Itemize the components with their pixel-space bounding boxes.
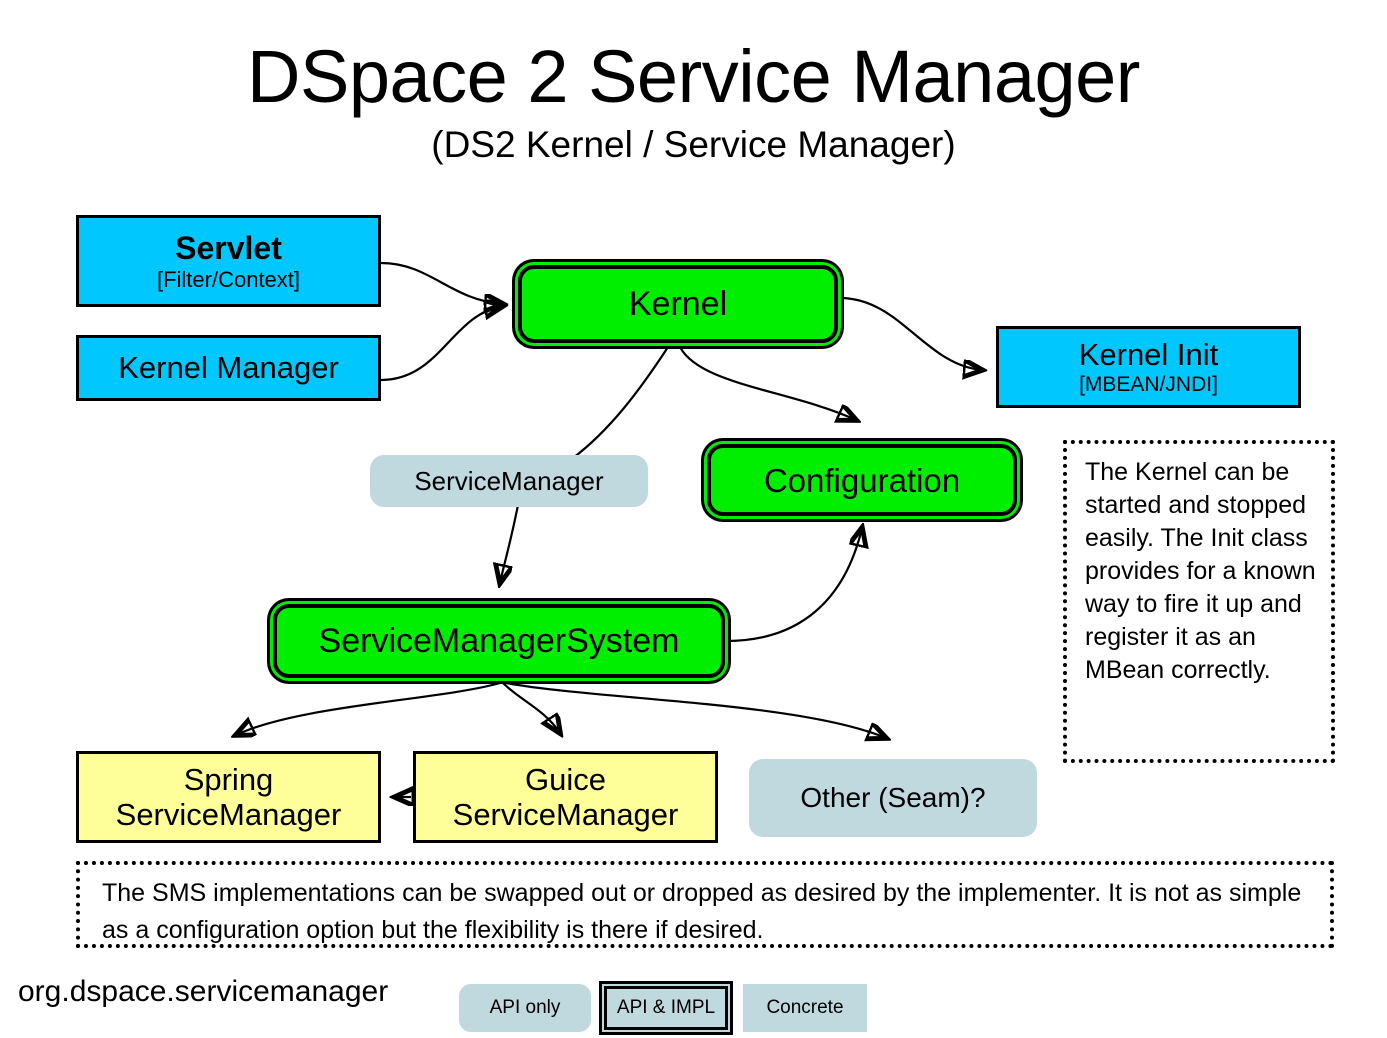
- node-spring-servicemanager[interactable]: Spring ServiceManager: [76, 751, 381, 843]
- edge-kernel-configuration: [679, 346, 856, 420]
- node-servicemanager-label: ServiceManager: [414, 466, 604, 496]
- node-configuration-label: Configuration: [763, 461, 961, 499]
- node-kernel-manager[interactable]: Kernel Manager: [76, 335, 381, 401]
- legend-api-only-label: API only: [489, 997, 561, 1018]
- legend-api-impl[interactable]: API & IMPL: [604, 986, 728, 1030]
- node-guice-label-line1: Guice: [525, 762, 606, 797]
- node-servicemanagersystem-label: ServiceManagerSystem: [318, 622, 680, 660]
- node-servicemanager[interactable]: ServiceManager: [370, 455, 648, 507]
- legend-concrete-label: Concrete: [766, 997, 844, 1018]
- legend-api-impl-label: API & IMPL: [616, 997, 716, 1018]
- edge-servicemanager-sms: [500, 504, 520, 583]
- edge-sms-guice: [502, 682, 560, 733]
- node-spring-label-line1: Spring: [183, 762, 274, 797]
- edge-servlet-kernel: [380, 261, 503, 304]
- package-name: org.dspace.servicemanager: [18, 975, 389, 1008]
- node-other-label: Other (Seam)?: [800, 782, 986, 813]
- node-guice-servicemanager[interactable]: Guice ServiceManager: [413, 751, 718, 843]
- node-configuration[interactable]: Configuration: [707, 444, 1017, 516]
- page-title: DSpace 2 Service Manager: [247, 35, 1140, 118]
- edge-sms-other: [505, 681, 886, 738]
- node-kernel-label: Kernel: [628, 285, 728, 323]
- node-servlet-label: Servlet: [175, 229, 282, 266]
- node-guice-label-line2: ServiceManager: [452, 797, 679, 832]
- node-other-seam[interactable]: Other (Seam)?: [749, 759, 1037, 837]
- page-subtitle: (DS2 Kernel / Service Manager): [431, 124, 956, 165]
- edge-kernel-kernelinit: [839, 296, 982, 370]
- node-kernel-init[interactable]: Kernel Init [MBEAN/JNDI]: [996, 326, 1301, 408]
- node-kernel-init-sublabel: [MBEAN/JNDI]: [1079, 372, 1218, 396]
- edge-kernel-servicemanager-line: [572, 346, 669, 459]
- edge-kernelmanager-kernel: [380, 306, 503, 382]
- node-spring-label-line2: ServiceManager: [115, 797, 342, 832]
- node-kernel-manager-label: Kernel Manager: [118, 350, 339, 385]
- node-servicemanagersystem[interactable]: ServiceManagerSystem: [273, 604, 725, 678]
- legend-concrete[interactable]: Concrete: [743, 984, 867, 1032]
- node-servlet[interactable]: Servlet [Filter/Context]: [76, 215, 381, 307]
- note-sms-implementations: The SMS implementations can be swapped o…: [76, 861, 1334, 948]
- node-kernel-init-label: Kernel Init: [1078, 336, 1219, 372]
- legend-api-only[interactable]: API only: [459, 984, 591, 1032]
- edge-sms-spring: [236, 681, 501, 735]
- edge-sms-configuration: [725, 528, 862, 643]
- node-kernel[interactable]: Kernel: [518, 265, 838, 343]
- note-kernel: The Kernel can be started and stopped ea…: [1063, 440, 1335, 763]
- node-servlet-sublabel: [Filter/Context]: [156, 266, 301, 292]
